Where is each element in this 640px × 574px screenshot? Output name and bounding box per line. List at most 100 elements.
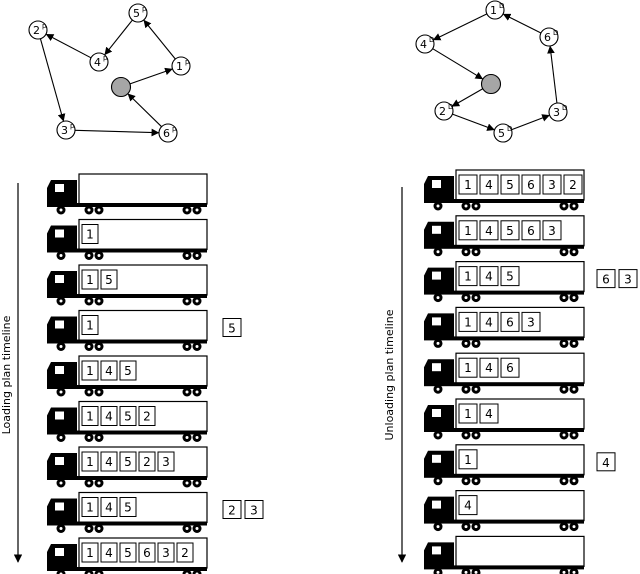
route-node-label: 1	[490, 4, 497, 17]
truck-wheel-hub	[185, 390, 189, 394]
truck-trailer	[78, 309, 208, 342]
truck-wheel	[56, 569, 66, 574]
route-edge	[129, 67, 173, 85]
cargo-box-label: 3	[527, 315, 535, 329]
truck-wheel-hub	[474, 387, 478, 391]
truck-cab-window	[55, 548, 64, 556]
route-node-circle	[415, 34, 435, 54]
cargo-box	[81, 497, 99, 517]
truck-cab-window	[55, 184, 64, 192]
truck-cab-window	[432, 500, 441, 509]
cargo-box-label: 1	[464, 315, 472, 329]
cargo-box-label: 4	[485, 407, 493, 421]
cargo-box-label: 1	[86, 273, 94, 287]
truck-wheel-hub	[474, 341, 478, 345]
truck-trailer	[78, 173, 208, 205]
cargo-box	[500, 357, 520, 378]
truck-wheel-hub	[562, 433, 566, 437]
cargo-box-label: 1	[464, 178, 472, 192]
cargo-box-label: 4	[105, 410, 113, 424]
truck-chassis	[424, 519, 584, 524]
truck-wheel-hub	[474, 525, 478, 529]
truck-wheel-hub	[87, 299, 91, 303]
cargo-box	[500, 174, 520, 195]
route-node-label: 6	[544, 31, 551, 44]
cargo-box	[479, 403, 499, 424]
truck-wheel-hub	[572, 296, 576, 300]
cargo-box-label: 5	[506, 270, 514, 284]
cargo-box	[100, 542, 118, 563]
truck-cab	[424, 542, 454, 569]
truck-wheel-hub	[97, 481, 101, 485]
truck-chassis	[47, 203, 207, 207]
cargo-box-label: 5	[506, 178, 514, 192]
cargo-box	[458, 220, 478, 241]
route-node-superscript: D	[429, 36, 434, 44]
truck-cab-window	[55, 320, 64, 329]
truck-wheel-hub	[464, 479, 468, 483]
route-node-label: 4	[94, 56, 101, 69]
cargo-box-label: 6	[143, 546, 151, 560]
truck-wheel-hub	[59, 436, 63, 439]
route-node-label: 3	[553, 106, 560, 119]
truck-wheel-hub	[464, 250, 468, 254]
truck-wheel-hub	[97, 299, 101, 303]
route-edge	[511, 114, 550, 131]
route-edge	[432, 13, 488, 41]
truck-wheel-hub	[185, 345, 189, 348]
cargo-box	[479, 311, 499, 332]
route-node-superscript: D	[553, 29, 558, 37]
cargo-box-label: 4	[105, 364, 113, 378]
truck-wheel-hub	[195, 527, 199, 530]
truck-chassis	[47, 248, 207, 253]
route-edge	[547, 45, 558, 104]
cargo-box	[479, 220, 499, 241]
route-edge	[143, 19, 176, 60]
truck-wheel-hub	[562, 250, 566, 254]
truck-wheel-hub	[185, 527, 189, 530]
removed-item-label: 2	[228, 504, 236, 518]
truck-trailer	[455, 535, 585, 568]
cargo-box-label: 4	[105, 455, 113, 469]
removed-item-box	[618, 269, 638, 289]
truck-wheel-hub	[464, 525, 468, 529]
truck-wheel-hub	[436, 296, 440, 300]
cargo-box-label: 1	[86, 319, 94, 333]
truck-wheel-hub	[185, 208, 189, 212]
truck-wheel-hub	[185, 254, 189, 257]
cargo-box-label: 1	[86, 228, 94, 242]
truck-wheel-hub	[87, 436, 91, 439]
route-node-superscript: p	[185, 58, 190, 66]
cargo-box-label: 1	[464, 361, 472, 375]
unloading-step-7: 1	[424, 444, 585, 486]
truck-wheel-hub	[436, 204, 440, 208]
truck-wheel-hub	[474, 296, 478, 300]
truck-cab-window	[55, 275, 64, 283]
truck-cab	[47, 498, 77, 525]
truck-wheel-hub	[185, 299, 189, 303]
truck-wheel-hub	[59, 481, 63, 485]
truck-wheel-hub	[464, 204, 468, 208]
truck-cab	[47, 316, 77, 343]
truck-cab-window	[432, 363, 441, 372]
truck-wheel-hub	[474, 570, 478, 574]
truck-wheel-hub	[474, 250, 478, 254]
cargo-box	[100, 497, 118, 517]
cargo-box	[500, 220, 520, 241]
cargo-box-label: 5	[124, 455, 132, 469]
route-node-circle	[28, 20, 48, 40]
truck-wheel-hub	[474, 204, 478, 208]
cargo-box	[100, 360, 118, 381]
removed-item-label: 6	[602, 273, 610, 287]
cargo-box-label: 3	[548, 224, 556, 238]
route-node-label: 2	[33, 24, 40, 37]
removed-item-box	[222, 500, 242, 519]
truck-chassis	[424, 336, 584, 341]
